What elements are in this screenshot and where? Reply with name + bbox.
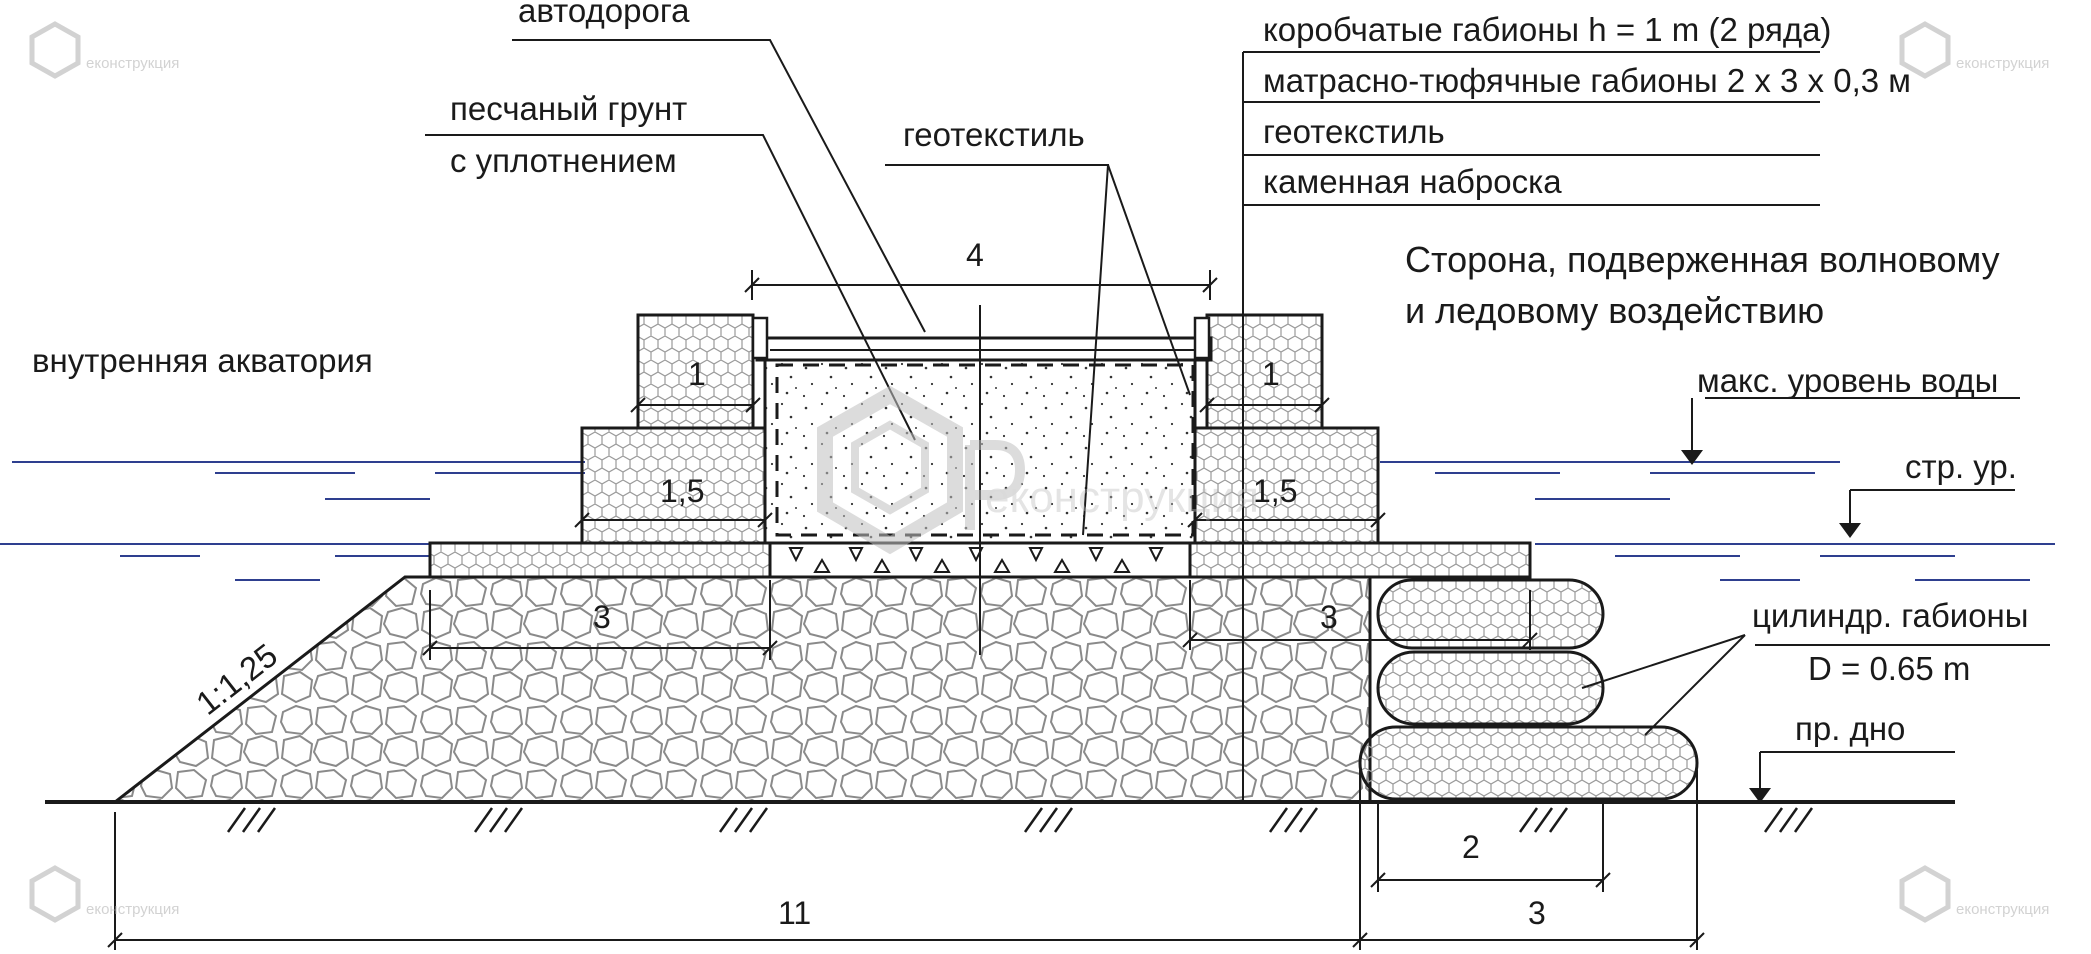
dim-cyl-zone: 3 (1528, 895, 1546, 931)
dimension-lines (107, 270, 1705, 950)
dim-gabion-lower-right: 1,5 (1253, 473, 1297, 509)
watermark-logo-center: еконструкция (817, 385, 1259, 555)
level-markers (1681, 450, 1861, 803)
dim-gabion-lower-left: 1,5 (660, 473, 704, 509)
dim-total-width: 11 (778, 895, 811, 931)
dim-gabion-upper-left: 1 (688, 356, 706, 392)
svg-text:еконструкция: еконструкция (1956, 901, 2049, 918)
watermark-logo-top-left: еконструкция (29, 21, 179, 79)
legend-item-box-gabions: коробчатые габионы h = 1 m (2 ряда) (1263, 11, 1831, 48)
dim-gabion-upper-right: 1 (1262, 356, 1280, 392)
watermark-logo-bottom-right: еконструкция (1899, 865, 2049, 923)
dim-mattress-left: 3 (593, 599, 611, 635)
road-label: автодорога (518, 0, 690, 29)
dim-mattress-right: 3 (1320, 599, 1338, 635)
bottom-label: пр. дно (1795, 710, 1905, 747)
box-gabions-right (1193, 313, 1380, 545)
legend-item-stone-fill: каменная наброска (1263, 163, 1562, 200)
max-water-level-label: макс. уровень воды (1697, 362, 1998, 399)
water-lines-left (0, 461, 585, 581)
dim-top-width: 4 (966, 237, 984, 273)
sand-label-line2: с уплотнением (450, 142, 677, 179)
cylindrical-gabions-label: цилиндр. габионы (1752, 597, 2029, 634)
design-level-label: стр. ур. (1905, 448, 2017, 485)
svg-text:еконструкция: еконструкция (86, 901, 179, 918)
svg-text:еконструкция: еконструкция (1956, 55, 2049, 72)
sand-label-line1: песчаный грунт (450, 90, 687, 127)
legend-item-geotextile: геотекстиль (1263, 113, 1445, 150)
water-lines-right (1380, 461, 2055, 581)
watermark-logo-top-right: еконструкция (1899, 21, 2049, 79)
svg-text:еконструкция: еконструкция (86, 55, 179, 72)
road-surface (751, 316, 1213, 362)
box-gabions-left (580, 313, 767, 545)
geotextile-label: геотекстиль (903, 116, 1085, 153)
ground-hatching (226, 807, 1814, 833)
wave-side-label-line1: Сторона, подверженная волновому (1405, 239, 2000, 280)
cylindrical-gabions (1358, 578, 1699, 801)
wave-side-label-line2: и ледовому воздействию (1405, 290, 1824, 331)
cylindrical-diameter-label: D = 0.65 m (1808, 650, 1970, 687)
svg-text:еконструкция: еконструкция (985, 473, 1259, 522)
dim-cyl-base: 2 (1462, 829, 1480, 865)
legend-item-mattress-gabions: матрасно-тюфячные габионы 2 х 3 х 0,3 м (1263, 62, 1911, 99)
leader-lines (425, 39, 2050, 795)
watermark-logo-bottom-left: еконструкция (29, 865, 179, 923)
inner-water-label: внутренняя акватория (32, 342, 373, 379)
stone-embankment (110, 575, 1372, 804)
